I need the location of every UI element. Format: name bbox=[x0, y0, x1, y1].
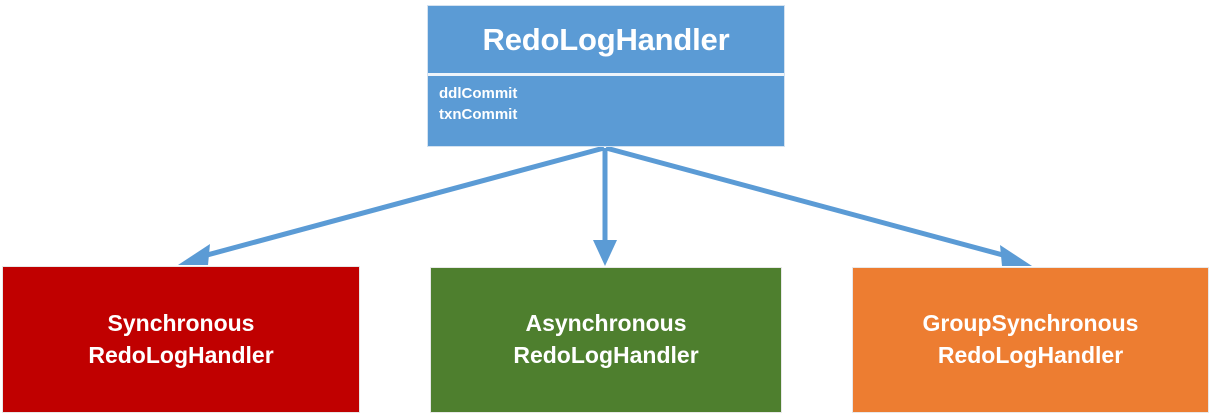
class-name-line-2: RedoLogHandler bbox=[513, 342, 699, 368]
class-name-line-2: RedoLogHandler bbox=[88, 341, 274, 368]
class-compartment-divider bbox=[428, 73, 784, 76]
arrow-parent-to-groupsync bbox=[605, 145, 1032, 266]
class-name-line-2: RedoLogHandler bbox=[937, 342, 1124, 368]
arrow-parent-to-sync bbox=[178, 145, 605, 265]
class-member-ddlcommit: ddlCommit bbox=[439, 85, 518, 102]
class-box-groupsynchronous-redologhandler[interactable]: GroupSynchronous RedoLogHandler bbox=[852, 267, 1209, 413]
class-member-txncommit: txnCommit bbox=[439, 106, 518, 124]
class-name-line-1: Asynchronous bbox=[525, 310, 687, 337]
class-name-line-1: GroupSynchronous bbox=[922, 310, 1139, 337]
arrow-parent-to-async bbox=[593, 148, 617, 266]
class-box-asynchronous-redologhandler[interactable]: Asynchronous RedoLogHandler bbox=[430, 267, 782, 413]
class-box-synchronous-redologhandler[interactable]: Synchronous RedoLogHandler bbox=[2, 266, 360, 413]
class-members-compartment: ddlCommit txnCommit bbox=[428, 76, 784, 146]
class-title: RedoLogHandler bbox=[482, 22, 730, 57]
class-box-redologhandler[interactable]: RedoLogHandler ddlCommit txnCommit bbox=[427, 5, 785, 147]
class-name-line-1: Synchronous bbox=[107, 309, 255, 336]
